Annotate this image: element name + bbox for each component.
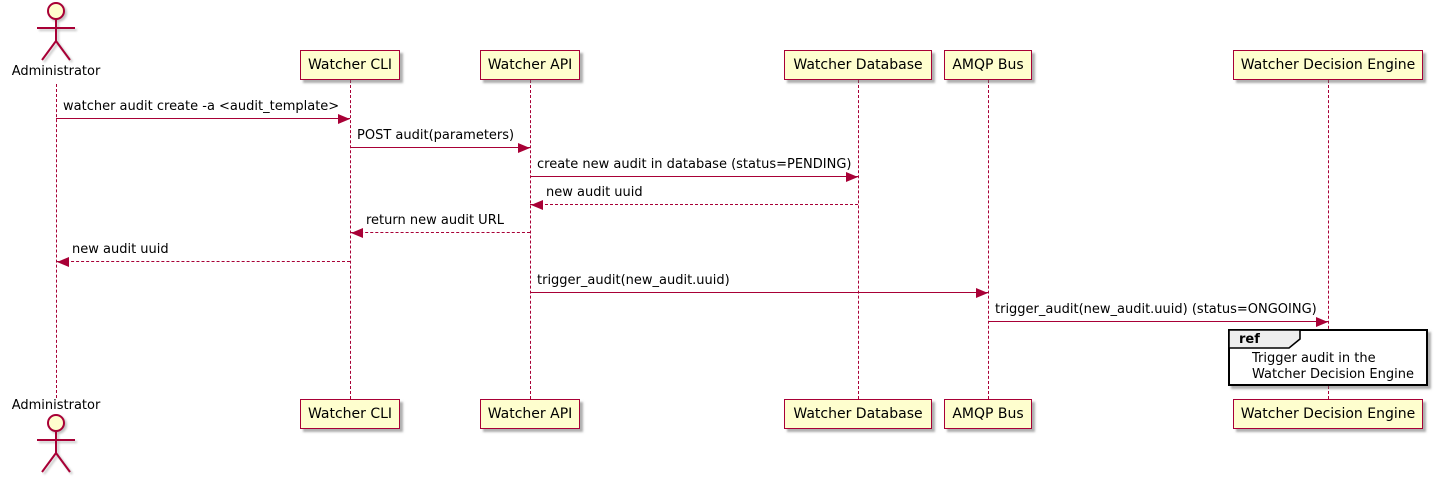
message-arrowhead-1 [518, 143, 530, 153]
ref-text-line2: Watcher Decision Engine [1252, 366, 1414, 382]
participant-box-watcher-database-bottom: Watcher Database [784, 399, 932, 429]
message-arrowhead-2 [846, 172, 858, 182]
participant-label: Watcher CLI [307, 57, 393, 73]
participant-box-watcher-decision-engine-top: Watcher Decision Engine [1233, 50, 1423, 80]
message-arrowhead-7 [1316, 317, 1328, 327]
participant-box-amqp-bus-bottom: AMQP Bus [944, 399, 1032, 429]
actor-label-top: Administrator [12, 64, 101, 79]
participant-box-watcher-decision-engine-bottom: Watcher Decision Engine [1233, 399, 1423, 429]
message-line-6 [530, 292, 988, 293]
message-label-5: new audit uuid [72, 242, 169, 257]
participant-label: AMQP Bus [952, 57, 1024, 73]
participant-box-watcher-api-top: Watcher API [480, 50, 580, 80]
message-label-1: POST audit(parameters) [357, 128, 515, 143]
lifeline-watcher-cli [350, 80, 351, 399]
participant-label: Watcher Database [793, 57, 923, 73]
message-line-7 [988, 321, 1328, 322]
participant-label: AMQP Bus [952, 406, 1024, 422]
actor-person-icon [37, 2, 75, 61]
message-line-4 [350, 232, 530, 233]
actor-figure-top [33, 1, 79, 68]
participant-label: Watcher API [487, 406, 573, 422]
participant-box-watcher-cli-top: Watcher CLI [300, 50, 400, 80]
message-line-0 [56, 118, 350, 119]
message-label-4: return new audit URL [366, 213, 504, 228]
participant-box-watcher-cli-bottom: Watcher CLI [300, 399, 400, 429]
message-line-1 [350, 147, 530, 148]
message-line-2 [530, 176, 858, 177]
lifeline-administrator [56, 84, 57, 398]
participant-box-watcher-api-bottom: Watcher API [480, 399, 580, 429]
participant-label: Watcher Decision Engine [1240, 406, 1416, 422]
lifeline-watcher-database [858, 80, 859, 399]
message-arrowhead-3 [531, 200, 543, 210]
lifeline-watcher-api [530, 80, 531, 399]
participant-label: Watcher Database [793, 406, 923, 422]
message-arrowhead-4 [351, 228, 363, 238]
lifeline-amqp-bus [988, 80, 989, 399]
participant-label: Watcher Decision Engine [1240, 57, 1416, 73]
ref-keyword: ref [1239, 332, 1260, 347]
message-arrowhead-5 [57, 257, 69, 267]
message-line-3 [530, 204, 858, 205]
message-label-2: create new audit in database (status=PEN… [537, 157, 852, 172]
message-label-3: new audit uuid [546, 185, 643, 200]
participant-box-amqp-bus-top: AMQP Bus [944, 50, 1032, 80]
message-label-7: trigger_audit(new_audit.uuid) (status=ON… [995, 302, 1317, 317]
message-line-5 [56, 261, 350, 262]
message-label-0: watcher audit create -a <audit_template> [63, 99, 340, 114]
participant-label: Watcher CLI [307, 406, 393, 422]
ref-text-line1: Trigger audit in the [1252, 351, 1376, 366]
lifeline-watcher-decision-engine [1328, 80, 1329, 399]
actor-name: Administrator [11, 398, 101, 413]
message-label-6: trigger_audit(new_audit.uuid) [537, 273, 730, 288]
actor-name: Administrator [11, 64, 101, 79]
actor-person-icon [37, 414, 75, 473]
actor-label-bottom: Administrator [12, 398, 101, 413]
participant-label: Watcher API [487, 57, 573, 73]
ref-header-pentagon [1228, 329, 1302, 354]
participant-box-watcher-database-top: Watcher Database [784, 50, 932, 80]
message-arrowhead-6 [976, 288, 988, 298]
message-arrowhead-0 [338, 114, 350, 124]
actor-figure-bottom [33, 413, 79, 480]
